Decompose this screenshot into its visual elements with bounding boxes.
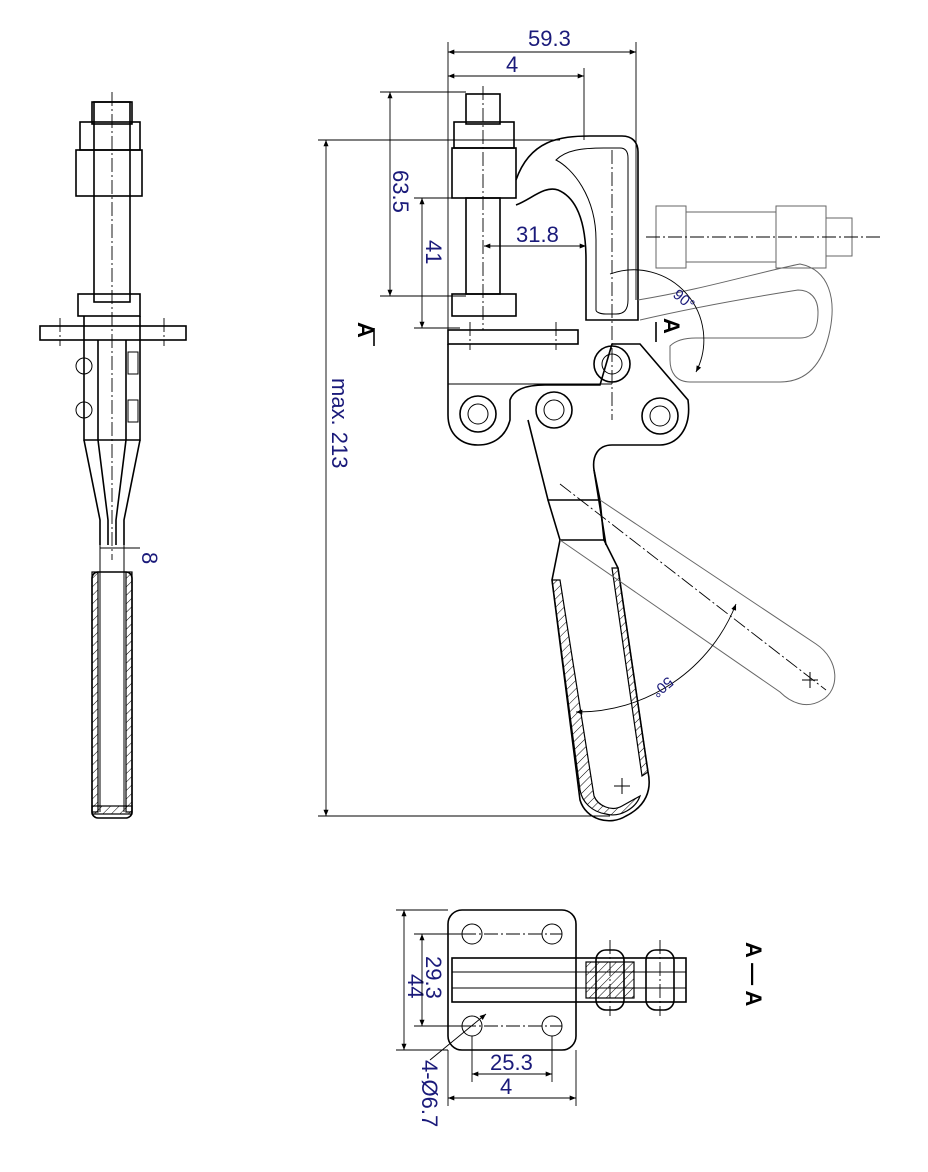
section-title: A — A [741, 942, 766, 1006]
dim-throat-depth: 31.8 [516, 222, 559, 247]
dim-spindle-height: 63.5 [388, 170, 413, 213]
dim-hole-spacing-v: 29.3 [421, 956, 446, 999]
dim-max-height: max. 213 [327, 378, 352, 469]
dim-bar-width: 4 [506, 52, 518, 77]
dim-handle-thickness: 8 [137, 552, 162, 564]
front-view: 59.3 4 63.5 41 31.8 max. 213 [318, 26, 880, 822]
section-view: 44 29.3 25.3 4 4-Ø6.7 A — A [396, 909, 766, 1127]
side-view: 8 [39, 92, 187, 819]
dim-spindle-low: 41 [421, 240, 446, 264]
dim-angle-handle: 50° [648, 673, 676, 701]
dim-overall-width: 59.3 [528, 26, 571, 51]
section-marker-left: A [353, 322, 378, 338]
dim-hole-spec: 4-Ø6.7 [417, 1060, 442, 1127]
section-marker-right: A [659, 318, 684, 334]
dim-base-lower: 4 [500, 1074, 512, 1099]
dim-angle-bar: 90° [669, 286, 697, 314]
dim-hole-spacing-h: 25.3 [490, 1050, 533, 1075]
